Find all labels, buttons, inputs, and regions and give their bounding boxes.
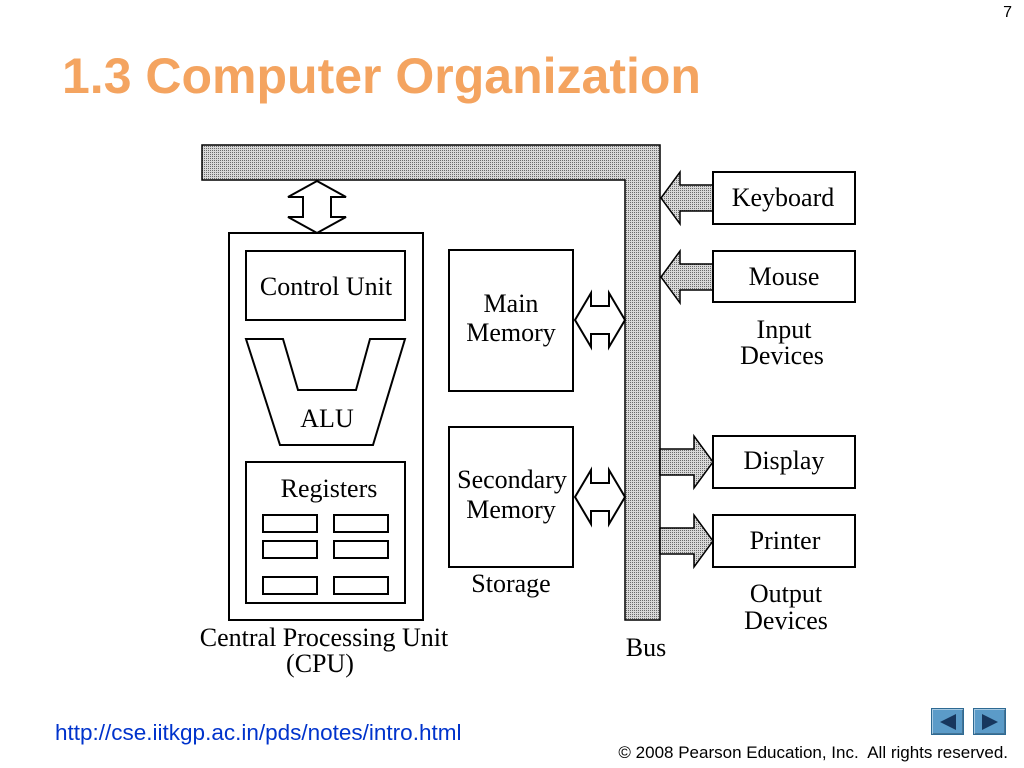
control-unit-label: Control Unit [260,272,393,301]
alu-shape [244,338,407,446]
output-devices-group: Display Printer Output Devices [659,433,856,635]
mouse-label: Mouse [749,262,820,291]
registers-label: Registers [281,474,378,503]
keyboard-label: Keyboard [732,183,835,212]
printer-label: Printer [750,526,821,555]
output-devices-caption-line-2: Devices [744,606,828,635]
secondary-memory-double-arrow [573,466,627,528]
input-devices-caption-line-1: Input [757,315,813,344]
next-slide-button[interactable] [973,708,1006,735]
register-slot [333,514,389,533]
cpu-caption-line-1: Central Processing Unit [200,623,449,652]
page-number: 7 [1003,4,1012,21]
mouse-box [712,250,856,303]
source-link[interactable]: http://cse.iitkgp.ac.in/pds/notes/intro.… [55,720,462,745]
alu-label: ALU [300,404,354,433]
secondary-memory-label-line-1: Secondary [457,465,567,494]
cpu-caption-line-2: (CPU) [286,649,354,678]
bus-label: Bus [626,633,666,662]
output-devices-caption-line-1: Output [750,579,823,608]
mouse-input-arrow [660,248,714,306]
previous-slide-button[interactable] [931,708,964,735]
register-slot [262,540,318,559]
main-memory-box [448,249,574,392]
input-devices-caption-line-2: Devices [740,341,824,370]
cpu-bus-double-arrow [287,179,347,235]
main-memory-double-arrow [573,289,627,351]
main-memory-label-line-2: Memory [466,318,556,347]
register-slot [262,514,318,533]
triangle-left-icon [939,713,956,730]
secondary-memory-label-line-2: Memory [466,495,556,524]
system-bus [201,144,661,621]
storage-caption: Storage [471,569,550,598]
main-memory-label-line-1: Main [484,289,539,318]
printer-output-arrow [659,512,714,570]
control-unit-box [245,250,406,321]
storage-group: Main Memory Secondary Memory Storage [448,249,627,598]
computer-organization-diagram: Bus Control Unit ALU Registers Central P… [200,144,856,678]
printer-box [712,514,856,568]
cpu-group: Control Unit ALU Registers Central Proce… [200,179,449,678]
register-slot [333,576,389,595]
copyright-notice: © 2008 Pearson Education, Inc. All right… [618,743,1008,762]
slide-title: 1.3 Computer Organization [62,48,701,104]
secondary-memory-box [448,426,574,568]
register-slot [262,576,318,595]
keyboard-box [712,171,856,225]
display-box [712,435,856,489]
input-devices-group: Keyboard Mouse Input Devices [660,169,856,370]
display-label: Display [744,446,825,475]
keyboard-input-arrow [660,169,714,227]
triangle-right-icon [981,713,998,730]
bus-group: Bus [201,144,666,662]
register-slot [333,540,389,559]
display-output-arrow [659,433,714,491]
